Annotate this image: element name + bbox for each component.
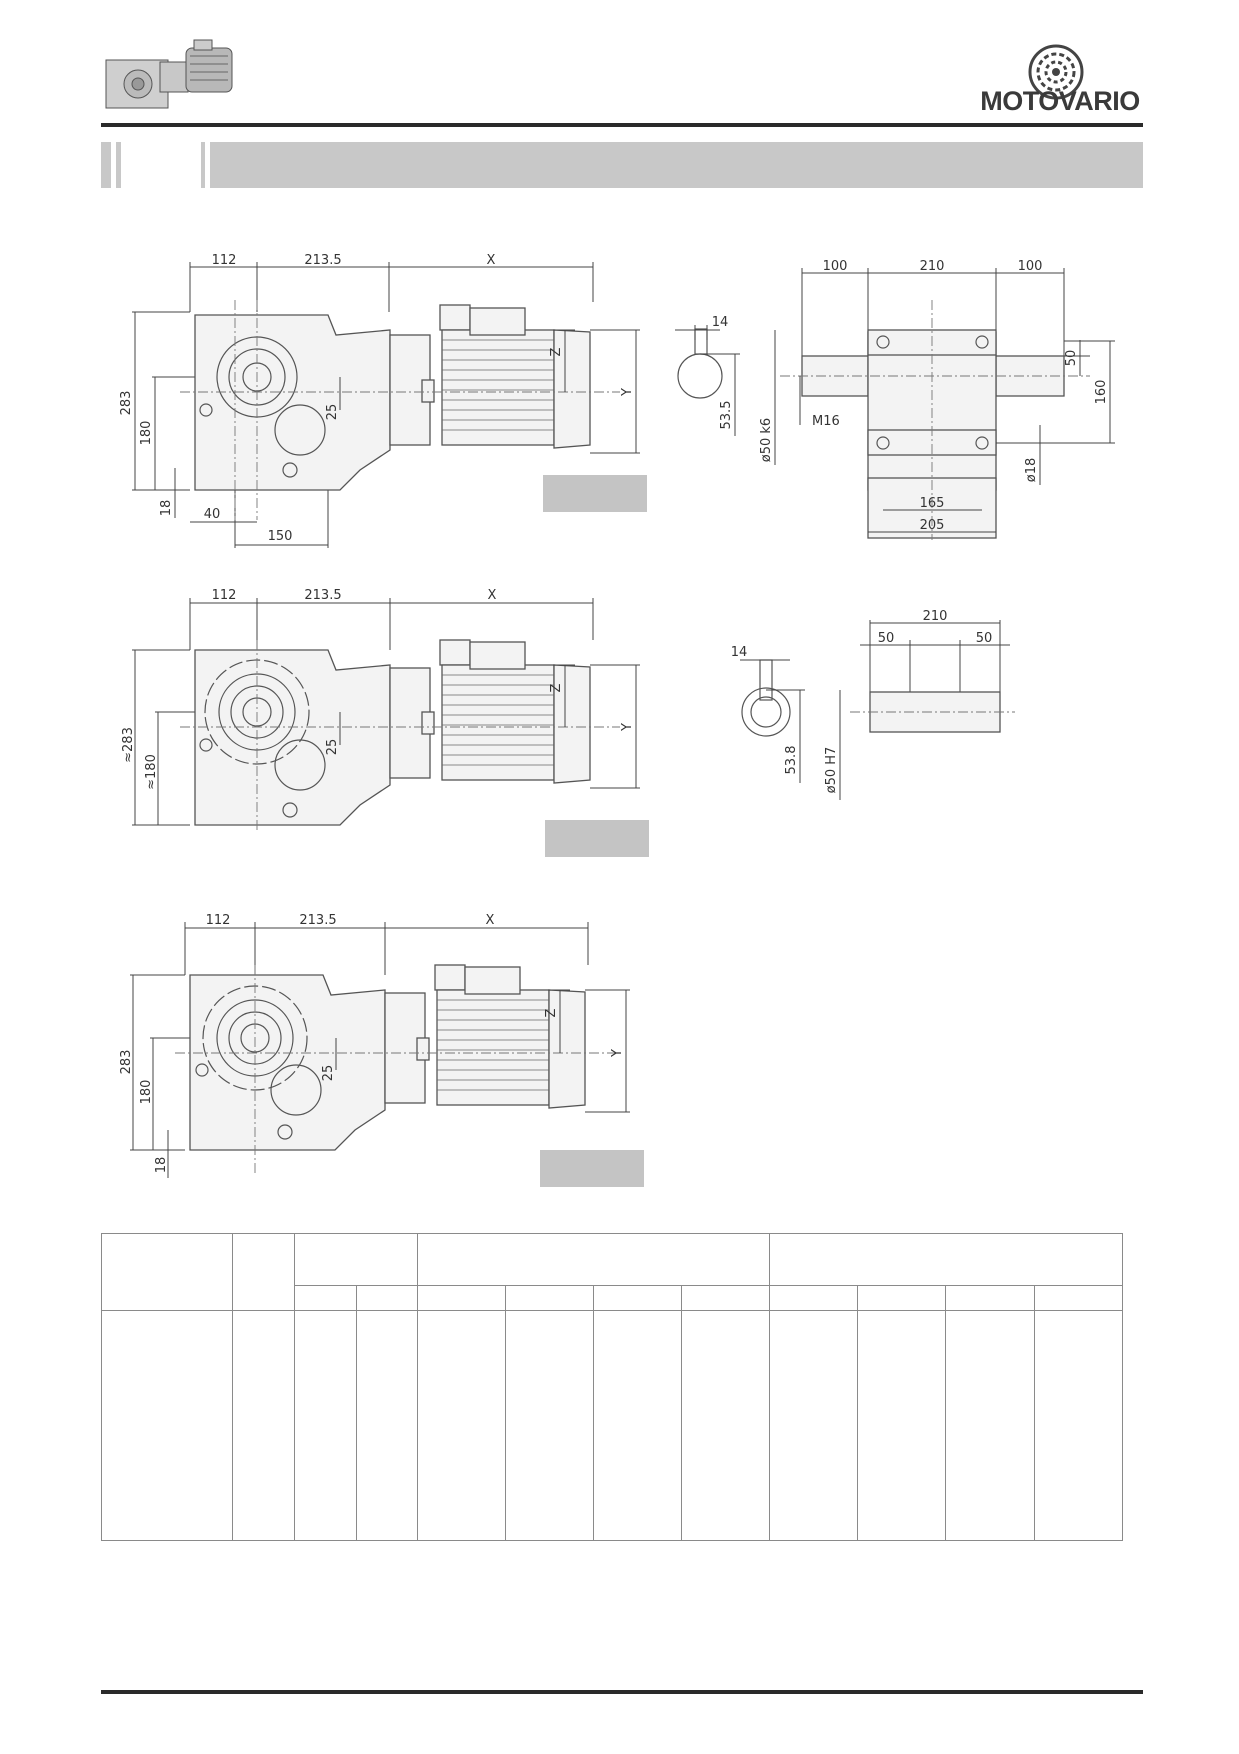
hollow-shaft-section: 14 53.8 ø50 H7 210 50 50 [731,609,1015,800]
dim-283: 283 [119,391,134,416]
dim-40: 40 [204,507,221,522]
drawing-2: 112 213.5 X ≈283 ≈180 [121,588,640,830]
drawing-1: 112 213.5 X 283 180 18 40 150 [119,253,640,548]
drawing-2-label-box [545,820,649,857]
dim-50-left: 50 [878,631,895,646]
table-cell [294,1310,357,1541]
dim-210: 210 [923,609,948,624]
table-subheader-cell [1033,1285,1124,1311]
dim-25: 25 [325,404,340,421]
drawing-1-label-box [543,475,647,512]
table-cell [856,1310,947,1541]
table-cell [232,1310,295,1541]
dim-z: Z [544,1008,559,1017]
table-cell [1033,1310,1124,1541]
dim-100-right: 100 [1018,259,1043,274]
dim-53-8: 53.8 [784,746,799,775]
dim-x: X [486,913,495,928]
dim-213-5: 213.5 [299,913,336,928]
gearmotor-thumbnail-icon [98,36,248,116]
dim-y: Y [620,723,635,732]
dim-165: 165 [920,496,945,511]
dim-53-5: 53.5 [719,401,734,430]
dim-180: 180 [139,1080,154,1105]
table-cell [101,1310,233,1541]
dim-213-5: 213.5 [304,253,341,268]
table-cell [768,1310,858,1541]
dim-210: 210 [920,259,945,274]
dim-key-14: 14 [731,645,748,660]
dim-180: ≈180 [144,754,159,790]
table-header-cell [232,1233,295,1311]
dim-205: 205 [920,518,945,533]
dim-50-right: 50 [976,631,993,646]
table-header-cell [417,1233,770,1286]
table-header-cell [293,1233,419,1286]
dim-25: 25 [321,1065,336,1082]
drawing-3: 112 213.5 X 283 180 18 [119,913,630,1178]
dim-112: 112 [206,913,231,928]
dim-100-left: 100 [823,259,848,274]
table-cell [505,1310,595,1541]
table-subheader-cell [355,1285,419,1311]
side-view: 100 210 100 M16 50 160 ø18 165 205 [780,259,1115,540]
dim-18: 18 [159,500,174,517]
section-title-bar [101,142,1143,188]
table-subheader-cell [417,1285,507,1311]
spec-table [101,1233,1124,1541]
footer-rule [101,1690,1143,1694]
table-subheader-cell [945,1285,1035,1311]
dim-180: 180 [139,421,154,446]
dim-dia-18: ø18 [1024,458,1039,483]
dim-18: 18 [154,1157,169,1174]
table-cell [355,1310,419,1541]
dim-x: X [488,588,497,603]
dim-z: Z [549,347,564,356]
drawing-3-label-box [540,1150,644,1187]
dim-y: Y [610,1049,625,1058]
table-subheader-cell [505,1285,595,1311]
dim-dia-50-k6: ø50 k6 [759,418,774,462]
dim-m16: M16 [812,414,840,429]
dim-283: 283 [119,1050,134,1075]
dim-160: 160 [1094,380,1109,405]
dim-z: Z [549,683,564,692]
dim-213-5: 213.5 [304,588,341,603]
table-header-cell [768,1233,1124,1286]
table-cell [680,1310,770,1541]
dim-283: ≈283 [121,727,136,763]
dim-112: 112 [212,588,237,603]
table-header-cell [101,1233,233,1311]
table-subheader-cell [680,1285,770,1311]
table-subheader-cell [856,1285,947,1311]
dim-y: Y [620,388,635,397]
table-cell [593,1310,682,1541]
dim-150: 150 [268,529,293,544]
dim-112: 112 [212,253,237,268]
table-subheader-cell [768,1285,858,1311]
table-subheader-cell [294,1285,357,1311]
dim-dia-50-h7: ø50 H7 [824,747,839,794]
dim-x: X [487,253,496,268]
brand-name: MOTOVARIO [980,86,1140,116]
dim-key-14: 14 [712,315,729,330]
dim-25: 25 [325,739,340,756]
header-rule [101,123,1143,127]
table-cell [945,1310,1035,1541]
motovario-logo: MOTOVARIO [970,40,1150,120]
table-cell [417,1310,507,1541]
table-subheader-cell [593,1285,682,1311]
dim-50: 50 [1064,350,1079,367]
solid-shaft-section: 14 53.5 ø50 k6 [675,315,776,465]
